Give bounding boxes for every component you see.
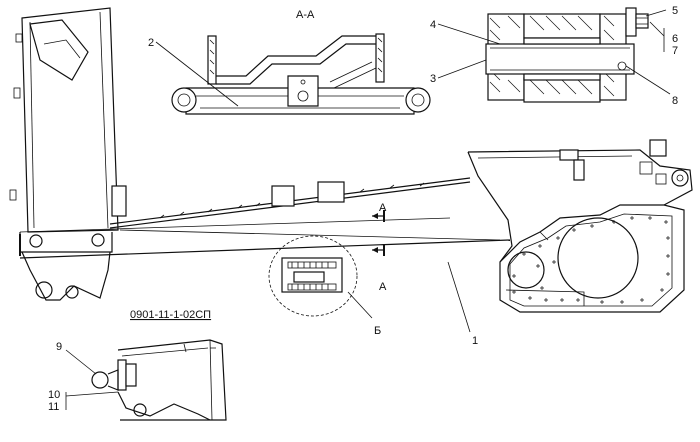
callout-1: 1 — [447, 261, 478, 347]
detail-label: Б — [374, 325, 381, 337]
detail-b-view: Б — [268, 235, 381, 337]
callout-11: 11 — [48, 401, 59, 413]
callout-6: 6 — [672, 33, 678, 45]
callout-10: 10 — [48, 389, 60, 401]
section-a-a-view: А-А 2 — [148, 9, 431, 115]
callout-4: 4 — [430, 19, 436, 31]
detail-post-foot: 9 10 11 — [48, 339, 227, 421]
section-arrows: А А — [372, 202, 387, 293]
callout-7: 7 — [672, 45, 678, 57]
callout-3: 3 — [430, 73, 436, 85]
callout-5: 5 — [672, 5, 678, 17]
section-mark-upper: А — [379, 202, 387, 214]
callout-8: 8 — [672, 95, 678, 107]
pin-assembly-view: 4 3 5 6 7 8 — [430, 5, 678, 107]
callout-2: 2 — [148, 37, 154, 49]
section-mark-lower: А — [379, 281, 387, 293]
drawing-code: 0901-11-1-02СП — [130, 309, 211, 321]
main-frame — [9, 7, 693, 313]
section-title: А-А — [296, 9, 315, 21]
svg-text:1: 1 — [472, 335, 478, 347]
callout-9: 9 — [56, 341, 62, 353]
